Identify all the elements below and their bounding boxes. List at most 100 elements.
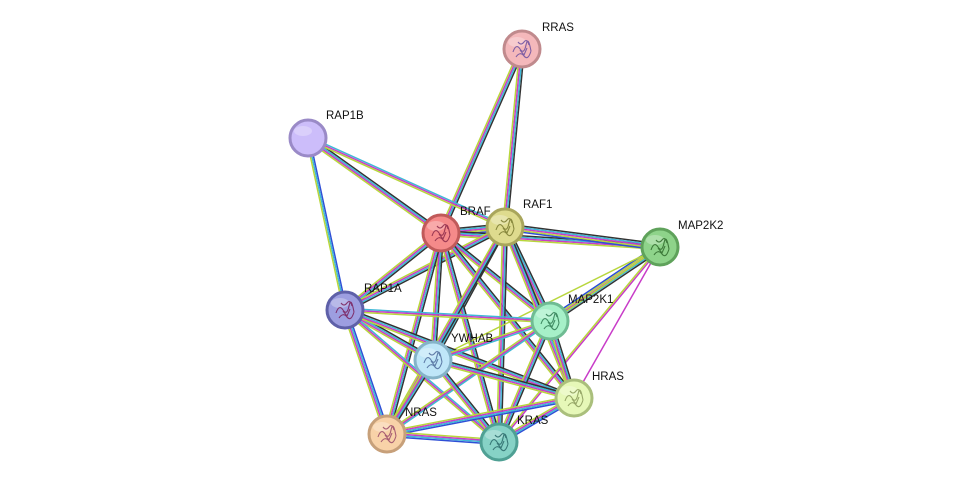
node-label-braf: BRAF [460,206,491,218]
node-circle[interactable] [485,207,525,247]
edge-line [343,225,506,311]
edge-line [503,229,661,251]
node-circle[interactable] [413,340,453,380]
node-ywhab[interactable] [413,340,453,380]
node-circle[interactable] [288,118,328,158]
node-label-kras: KRAS [517,415,549,427]
protein-structure-icon [650,238,670,257]
node-highlight [331,298,349,308]
protein-structure-icon [540,312,560,331]
edge-line [343,309,388,435]
edge-line [438,232,498,444]
node-circle[interactable] [530,301,570,341]
node-highlight [427,221,445,231]
edge-raf1-map2k2 [503,223,662,251]
node-label-raf1: RAF1 [523,199,552,211]
edge-braf-kras [438,231,502,444]
edge-line [432,321,552,363]
edge-line [343,224,505,309]
edge-line [307,137,506,228]
edge-line [506,48,526,228]
edge-line [440,231,576,399]
node-hras[interactable] [554,378,594,418]
edge-line [342,309,386,436]
node-kras[interactable] [479,422,519,462]
edge-line [501,48,521,228]
edge-line [344,309,551,322]
node-rap1b[interactable] [288,118,328,158]
edge-line [432,357,576,397]
edge-line [440,234,661,251]
edge-line [344,309,389,435]
protein-structure-icon [431,224,451,243]
edge-line [342,230,441,309]
edge-line [305,139,441,236]
edge-line [497,226,505,443]
edge-line [306,137,442,235]
node-circle[interactable] [554,378,594,418]
edge-line [344,307,551,321]
node-nras[interactable] [367,414,407,454]
edge-line [439,232,500,443]
edge-line [504,226,661,248]
node-map2k2[interactable] [640,227,680,267]
edge-line [385,318,550,434]
edge-line [384,225,504,434]
node-circle[interactable] [479,422,519,462]
edge-line [343,231,442,311]
node-rap1a[interactable] [325,290,365,330]
edge-line [307,136,443,234]
node-braf[interactable] [421,213,461,253]
edge-rras-raf1 [501,48,526,228]
edge-line [386,396,575,434]
edge-line [308,136,348,311]
edge-line [343,309,575,400]
edge-line [440,231,552,322]
edge-line [431,318,551,360]
edge-line [431,361,575,401]
node-circle[interactable] [640,227,680,267]
node-map2k1[interactable] [530,301,570,341]
edge-rap1a-map2k1 [344,307,551,324]
edge-line [434,232,445,361]
edge-line [439,232,575,400]
edge-line [345,228,507,313]
node-label-nras: NRAS [405,407,437,419]
node-circle[interactable] [421,213,461,253]
edge-line [431,232,441,361]
edge-ywhab-hras [431,357,576,401]
edge-line [385,394,575,433]
edge-line [442,231,502,443]
node-circle[interactable] [367,414,407,454]
edge-line [344,310,551,324]
node-layer [288,29,680,462]
node-rras[interactable] [502,29,542,69]
edge-raf1-kras [495,226,509,443]
node-highlight [485,430,503,440]
node-highlight [536,309,554,319]
node-label-rap1b: RAP1B [326,110,364,122]
edge-line [305,137,345,312]
edge-line [504,227,661,250]
protein-structure-icon [377,425,397,444]
protein-structure-icon [335,301,355,320]
node-circle[interactable] [502,29,542,69]
edge-rap1b-braf [305,135,444,236]
edge-line [387,321,552,437]
node-circle[interactable] [325,290,365,330]
edge-line [346,308,390,435]
node-highlight [294,126,312,136]
edge-line [386,398,575,436]
edge-line [440,232,501,443]
node-raf1[interactable] [485,207,525,247]
node-highlight [508,37,526,47]
edge-line [495,226,504,443]
label-layer: RRASRAP1BBRAFRAF1MAP2K2RAP1AMAP2K1YWHABH… [326,22,723,427]
edge-line [306,138,506,230]
edge-rap1b-raf1 [306,135,507,230]
edge-line [439,232,551,323]
edge-line [432,358,575,399]
edge-line [307,137,346,311]
edge-line [504,224,661,247]
